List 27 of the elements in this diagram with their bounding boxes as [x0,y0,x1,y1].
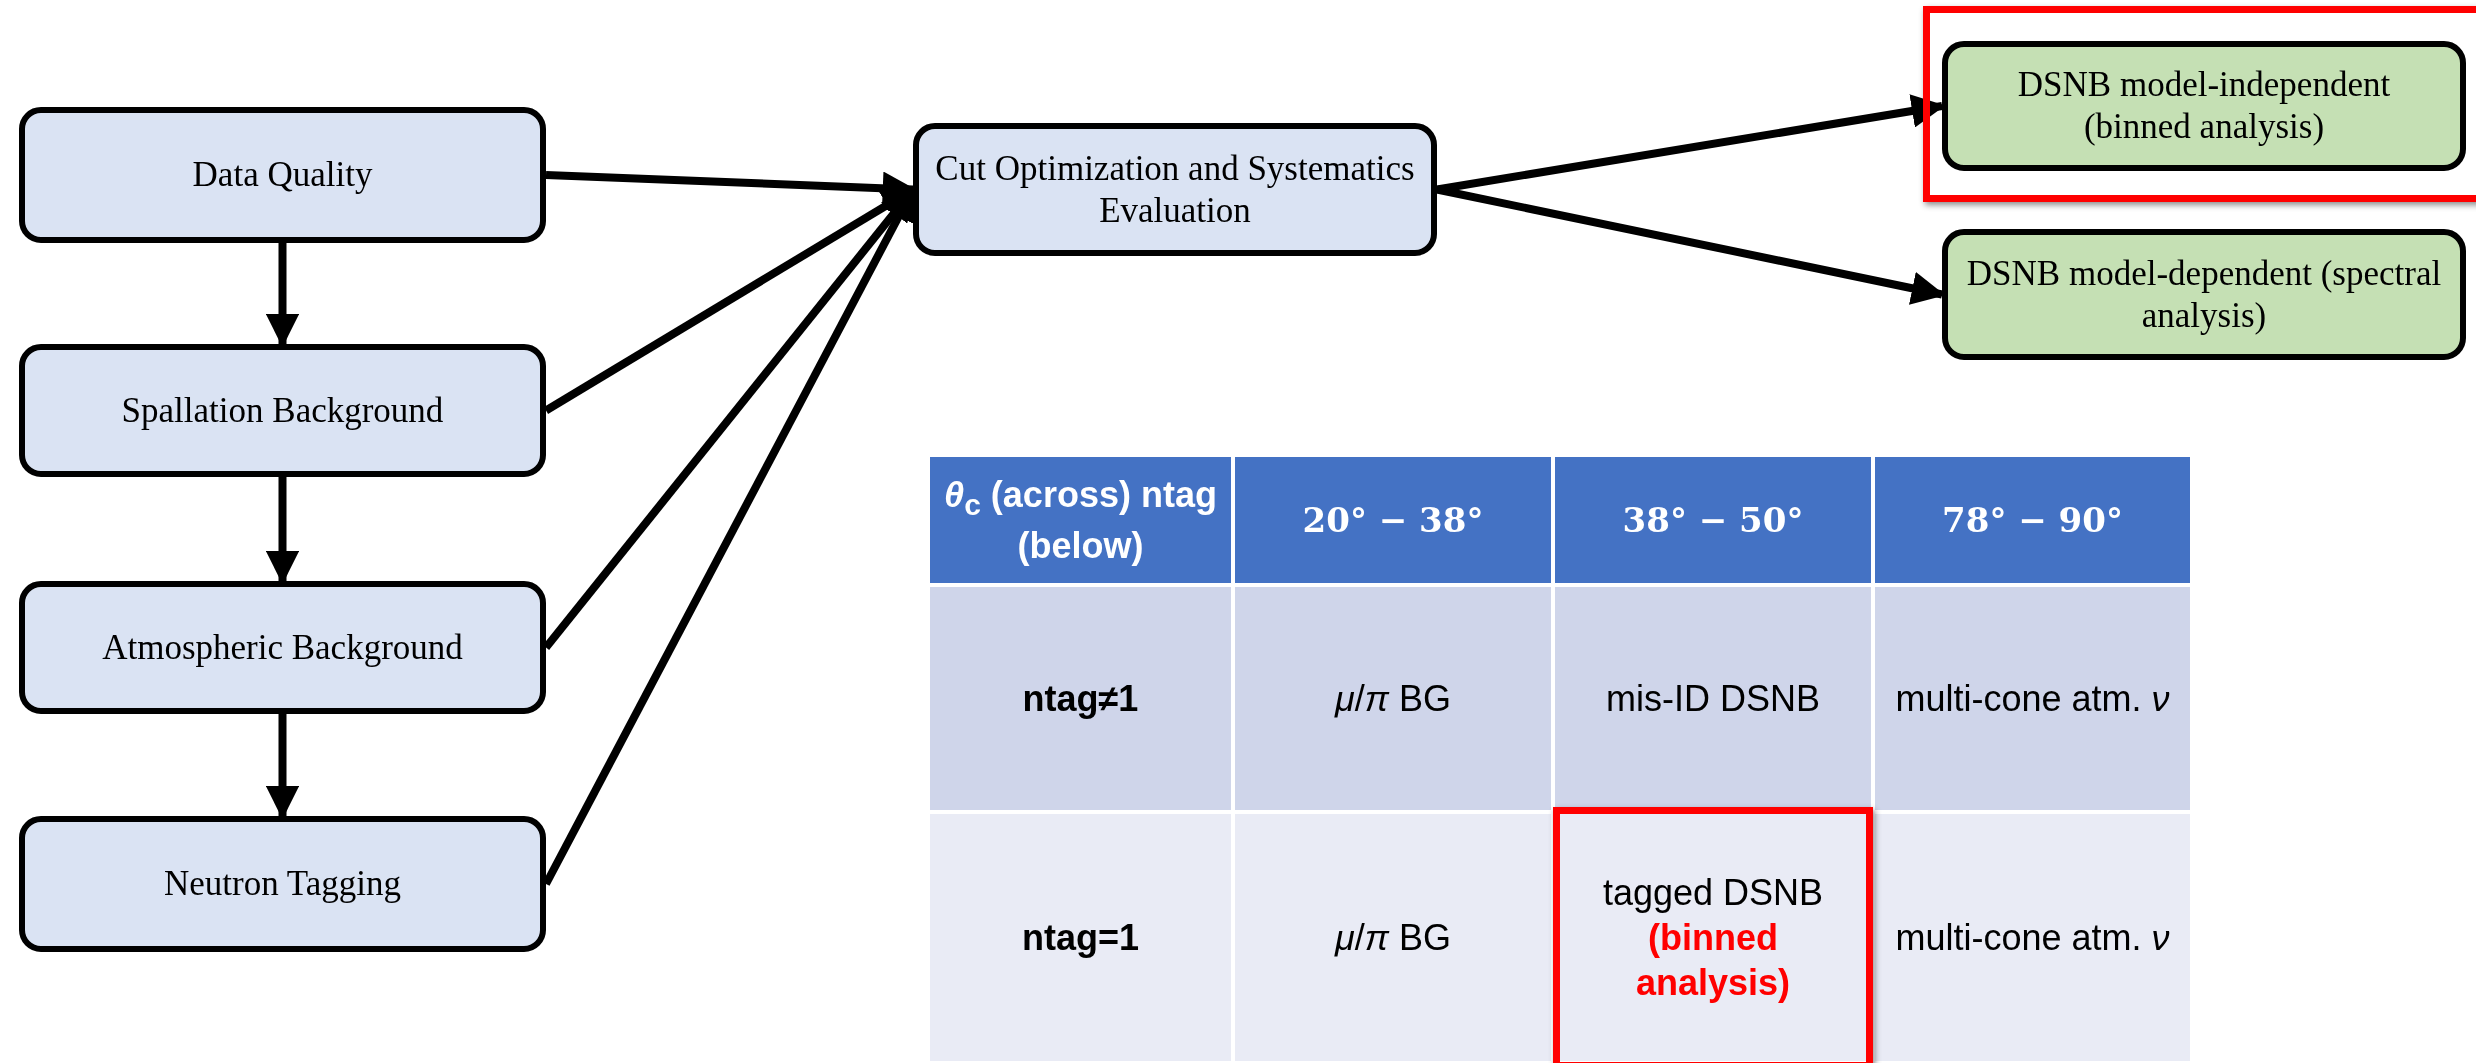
process-box [1942,41,2466,171]
cell-text: 20° − 38° [1302,498,1484,542]
cell-text: 78° − 90° [1942,498,2123,542]
box-label: Data Quality [192,154,373,196]
process-box [19,581,546,714]
process-box [913,123,1437,256]
box-label: Atmospheric Background [102,626,463,669]
box-label: Spallation Background [121,389,444,432]
cell-text: ntag≠1 [1022,677,1139,721]
cell-text: tagged DSNB [1602,871,1824,915]
process-box [1942,229,2466,360]
box-label: DSNB model-independent (binned analysis) [2016,64,2392,148]
cell-text: multi-cone atm. ν [1895,916,2170,960]
cell-text: multi-cone atm. ν [1895,677,2170,721]
process-box [19,816,546,952]
cell-text: mis-ID DSNB [1606,677,1820,721]
cell-text: ntag=1 [1021,916,1139,960]
process-box [19,107,546,243]
cell-text: θ$_{c}$ (across) ntag (below) [944,472,1217,569]
box-label: Neutron Tagging [164,863,401,905]
cell-text: (binned analysis) [1634,916,1792,1005]
cell-text: 38° − 50° [1622,498,1804,542]
process-box [19,344,546,477]
box-label: Cut Optimization and Systematics Evaluation [935,147,1415,232]
cell-text: μ/π BG [1335,916,1451,960]
box-label: DSNB model-dependent (spectral analysis) [1965,252,2443,337]
cell-text: μ/π BG [1335,677,1451,721]
